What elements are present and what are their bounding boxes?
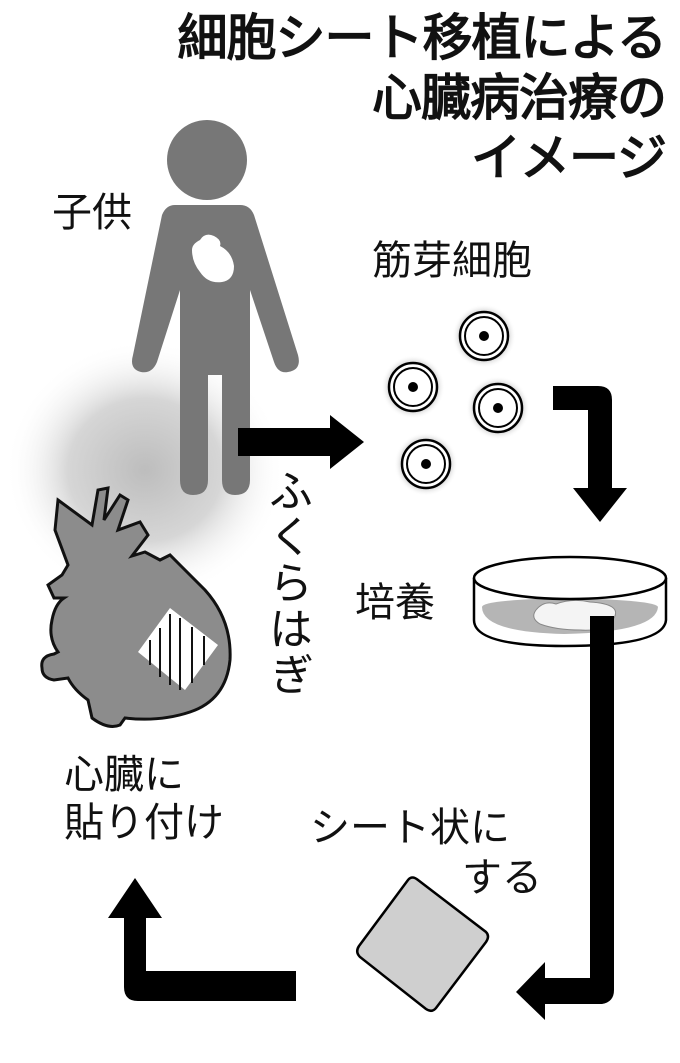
chest-heart-icon bbox=[192, 234, 234, 283]
label-sheet-line-2: する bbox=[462, 855, 542, 901]
cell-icon bbox=[466, 376, 530, 440]
page-title: 細胞シート移植による 心臓病治療の イメージ bbox=[178, 8, 667, 188]
cell-icon bbox=[394, 432, 458, 496]
arrow-culture-to-sheet bbox=[516, 616, 614, 1020]
sheet-patch-icon bbox=[138, 608, 218, 690]
title-line-2: 心臓病治療の bbox=[372, 69, 667, 127]
label-calf: ふくらはぎ bbox=[261, 468, 312, 698]
label-attach-line-1: 心臓に bbox=[64, 752, 184, 798]
title-line-3: イメージ bbox=[471, 129, 667, 187]
title-line-1: 細胞シート移植による bbox=[177, 9, 667, 67]
cell-icon bbox=[381, 355, 445, 419]
cell-sheet-icon bbox=[356, 876, 490, 1012]
label-myoblast: 筋芽細胞 bbox=[372, 238, 532, 284]
child-figure-icon bbox=[132, 120, 299, 495]
petri-dish-icon bbox=[472, 555, 668, 648]
arrow-sheet-to-heart bbox=[108, 878, 296, 1001]
arrow-calf-to-cells bbox=[238, 415, 364, 469]
label-attach-line-2: 貼り付け bbox=[64, 800, 224, 846]
myoblast-cells bbox=[381, 304, 530, 496]
label-culture: 培養 bbox=[355, 580, 435, 626]
label-sheet-line-1: シート状に bbox=[310, 805, 510, 851]
arrow-cells-to-culture bbox=[553, 386, 627, 522]
cell-icon bbox=[452, 304, 516, 368]
label-child: 子供 bbox=[52, 190, 132, 236]
